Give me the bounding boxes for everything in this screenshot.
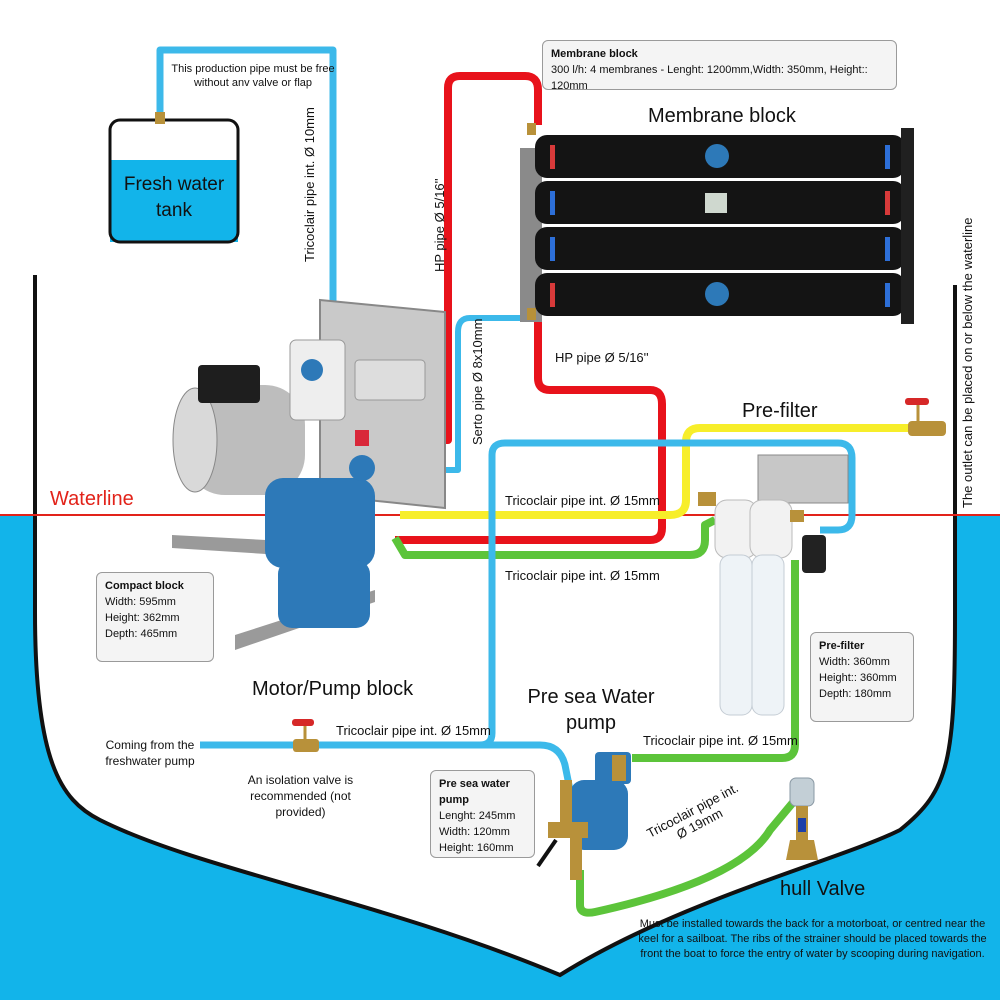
membrane-info-line: 300 l/h: 4 membranes - Lenght: 1200mm,Wi…	[551, 64, 868, 92]
motor-pump-block-label: Motor/Pump block	[252, 678, 414, 700]
serto-pipe	[430, 315, 520, 473]
production-pipe-note: This production pipe must be free withou…	[171, 63, 335, 89]
fresh-water-tank-label: Fresh water tank	[123, 174, 225, 221]
prefilter-info-line: Height:: 360mm	[819, 672, 897, 684]
coming-from-label: Coming from the freshwater pump	[105, 738, 195, 768]
outlet-pipe	[400, 424, 910, 519]
seapump-info-box: Pre sea water pump Lenght: 245mm Width: …	[430, 770, 535, 858]
prefilter-info-line: Width: 360mm	[819, 656, 890, 668]
valve-icon	[905, 398, 946, 436]
compact-info-box: Compact block Width: 595mm Height: 362mm…	[96, 572, 214, 662]
hp-pipe-vertical-label: HP pipe Ø 5/16''	[432, 178, 447, 272]
seapump-info-line: Width: 120mm	[439, 826, 510, 838]
membrane-block-title: Membrane block	[648, 105, 796, 127]
tricoclair-15-label-b: Tricoclair pipe int. Ø 15mm	[505, 568, 660, 583]
feed-pipe-lower	[632, 560, 799, 762]
membrane-info-title: Membrane block	[551, 48, 638, 60]
seapump-info-line: Height: 160mm	[439, 842, 514, 854]
hull-outline	[33, 275, 957, 978]
compact-info-line: Height: 362mm	[105, 612, 180, 624]
pump-icon	[536, 752, 631, 880]
tricoclair-10-label: Tricoclair pipe int. Ø 10mm	[302, 107, 317, 262]
prefilter-info-title: Pre-filter	[819, 640, 865, 652]
hull-strainer-icon	[786, 777, 818, 860]
freshwater-flush-pipe	[200, 439, 856, 749]
pre-sea-water-pump-label: Pre sea Water pump	[527, 686, 655, 734]
fresh-water-tank-fill	[110, 160, 238, 242]
hull-valve-label: hull Valve	[780, 878, 866, 900]
tricoclair-15-label-d: Tricoclair pipe int. Ø 15mm	[643, 733, 798, 748]
membrane-tube-icon	[520, 123, 914, 324]
prefilter-info-box: Pre-filter Width: 360mm Height:: 360mm D…	[810, 632, 914, 722]
serto-pipe-label: Serto pipe Ø 8x10mm	[470, 318, 485, 445]
intake-pipe	[576, 797, 799, 917]
pre-filter-title: Pre-filter	[742, 400, 818, 422]
prefilter-info-line: Depth: 180mm	[819, 688, 892, 700]
hp-pipe-upper	[435, 72, 542, 444]
hp-pipe-horizontal-label: HP pipe Ø 5/16''	[555, 350, 649, 365]
tricoclair-15-label-c: Tricoclair pipe int. Ø 15mm	[336, 723, 491, 738]
seapump-info-title: Pre sea water pump	[439, 778, 510, 806]
tricoclair-15-label-a: Tricoclair pipe int. Ø 15mm	[505, 493, 660, 508]
hp-pipe-lower	[395, 312, 666, 544]
filter-cartridge-icon	[698, 454, 849, 716]
outlet-note: The outlet can be placed on or below the…	[960, 217, 975, 508]
feed-pipe-upper	[391, 516, 717, 559]
valve-icon	[292, 719, 319, 752]
pump-icon	[265, 430, 375, 628]
fresh-water-tank-outline	[108, 118, 240, 244]
compact-info-line: Width: 595mm	[105, 596, 176, 608]
membrane-info-box: Membrane block 300 l/h: 4 membranes - Le…	[542, 40, 897, 92]
tank-fitting	[155, 112, 165, 124]
compact-info-line: Depth: 465mm	[105, 628, 178, 640]
isolation-valve-label: An isolation valve is recommended (not p…	[247, 773, 354, 819]
seapump-info-line: Lenght: 245mm	[439, 810, 516, 822]
hull-valve-note: Must be installed towards the back for a…	[638, 918, 987, 960]
compact-info-title: Compact block	[105, 580, 184, 592]
waterline-label: Waterline	[50, 488, 134, 510]
sea-pump-branch	[480, 741, 574, 791]
